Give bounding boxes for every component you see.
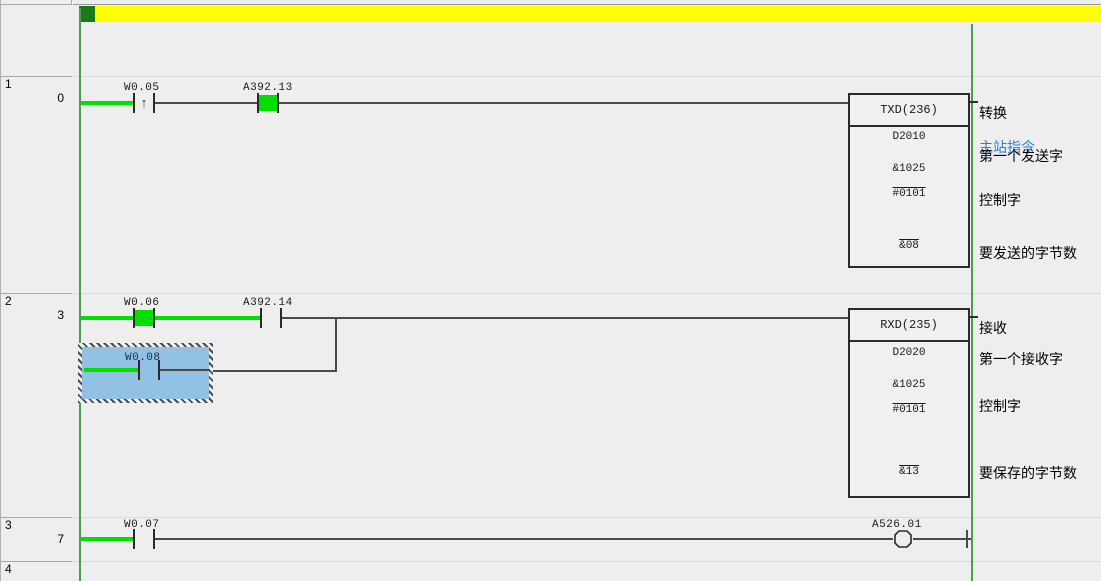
step-address: 7 [57,532,64,546]
contact-w008[interactable] [138,360,160,380]
contact-bar-right [277,93,279,113]
comment-master-command: 主站指令 [979,140,1035,156]
rung-index-gutter: 1 0 2 3 3 7 4 [0,0,73,581]
rung2-live-wire-segment [155,316,260,320]
left-power-rail [79,8,81,581]
branch-wire-horizontal [210,370,337,372]
rung2-wire-to-junction [282,317,337,319]
comment-operand-1: 第一个发送字 [979,149,1063,165]
gutter-cell-rung-3[interactable]: 3 7 [1,517,72,561]
coil-label-a52601: A526.01 [872,519,922,531]
contact-bar-right [153,308,155,328]
operand-4[interactable]: &13 [899,466,919,478]
contact-bar-right [153,529,155,549]
selection-box-w008[interactable] [78,343,213,403]
contact-a39213[interactable] [257,93,279,113]
top-border [73,4,1101,5]
rung3-wire-to-rail [913,538,971,540]
step-address: 0 [57,91,64,105]
contact-bar-right [153,93,155,113]
comment-operand-3: 控制字 [979,193,1021,209]
contact-energized-fill [259,95,277,111]
block-output-stub [968,101,978,103]
instruction-name: RXD(235) [850,310,968,342]
rising-edge-arrow-icon: ↑ [140,95,148,110]
contact-bar-left [260,308,262,328]
rung-number: 2 [5,294,12,308]
comment-instruction: 转换 [979,106,1007,122]
contact-label-w006: W0.06 [124,297,160,309]
active-rung-highlight-bar [95,6,1101,22]
operand-2[interactable]: &1025 [892,379,926,391]
selection-fill [82,347,209,399]
rung-separator [73,561,1101,562]
contact-bar-right [280,308,282,328]
operand-4[interactable]: &08 [899,240,919,252]
contact-energized-fill [135,310,153,326]
comment-instruction: 接收 [979,321,1007,337]
gutter-header-cell [1,4,72,76]
rung-separator [73,76,1101,77]
rung2-wire-to-block [335,317,848,319]
contact-label-a39214: A392.14 [243,297,293,309]
contact-label-w007: W0.07 [124,519,160,531]
rung3-live-wire [81,537,133,541]
contact-bar-left [138,360,140,380]
contact-label-w008: W0.08 [125,352,161,364]
gutter-cell-rung-2[interactable]: 2 3 [1,293,72,517]
contact-label-w005: W0.05 [124,82,160,94]
comment-operand-3: 控制字 [979,399,1021,415]
gutter-outer-border [0,0,1,581]
rung-separator [73,517,1101,518]
operand-1[interactable]: D2020 [892,347,926,359]
step-address: 3 [57,308,64,322]
contact-bar-left [133,529,135,549]
branch-connector-vertical [335,317,337,372]
rung2-live-wire [81,316,133,320]
rung2-branch-wire [160,369,210,371]
rung1-live-wire [81,101,133,105]
operand-2[interactable]: &1025 [892,163,926,175]
contact-bar-left [257,93,259,113]
contact-bar-right [158,360,160,380]
coil-octagon-icon [894,530,912,548]
comment-operand-4: 要保存的字节数 [979,466,1077,482]
contact-w007[interactable] [133,529,155,549]
rung-number: 1 [5,77,12,91]
rung3-wire-to-coil [155,538,893,540]
contact-w006[interactable] [133,308,155,328]
instruction-block-rxd[interactable]: RXD(235) D2020 &1025 #0101 &13 [848,308,970,498]
contact-bar-left [133,308,135,328]
contact-a39214[interactable] [260,308,282,328]
rung-separator [73,293,1101,294]
operand-3[interactable]: #0101 [892,404,926,416]
contact-w005[interactable]: ↑ [133,93,155,113]
rung1-wire-segment [155,102,257,104]
cursor-position-marker-icon [79,6,95,22]
gutter-cell-rung-1[interactable]: 1 0 [1,76,72,293]
instruction-name: TXD(236) [850,95,968,127]
operand-1[interactable]: D2010 [892,131,926,143]
comment-operand-4: 要发送的字节数 [979,246,1077,262]
output-coil-a52601[interactable] [893,529,913,549]
coil-rail-terminator [966,530,968,548]
comment-operand-1: 第一个接收字 [979,352,1063,368]
rung-number: 3 [5,518,12,532]
instruction-block-txd[interactable]: TXD(236) D2010 &1025 #0101 &08 [848,93,970,268]
contact-label-a39213: A392.13 [243,82,293,94]
gutter-cell-rung-4[interactable]: 4 [1,561,72,581]
rung-number: 4 [5,562,12,576]
rung1-wire-to-block [279,102,848,104]
contact-bar-left [133,93,135,113]
block-output-stub [968,316,978,318]
right-power-rail [971,24,973,581]
rung2-branch-live-wire [84,368,138,372]
operand-3[interactable]: #0101 [892,188,926,200]
